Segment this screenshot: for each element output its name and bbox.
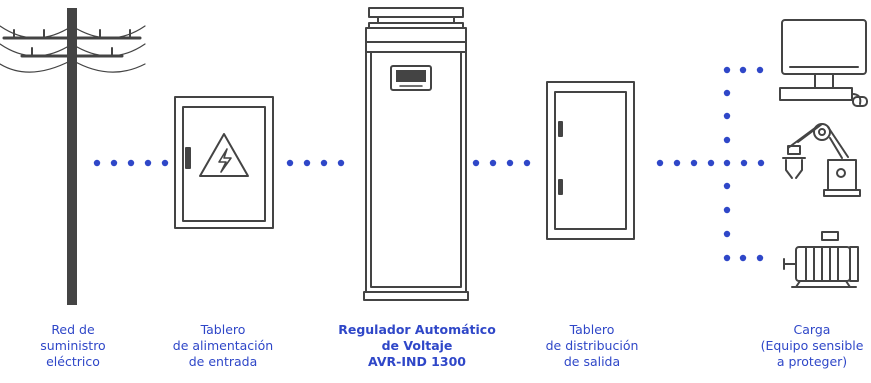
label-avr-line1: Regulador Automático — [338, 322, 496, 337]
label-avr-line3: AVR-IND 1300 — [368, 354, 466, 369]
electric-motor-icon — [783, 231, 859, 288]
label-load-line3: a proteger) — [776, 354, 848, 369]
connector-dots — [93, 66, 765, 262]
label-grid-line1: Red de — [51, 322, 95, 337]
connector-avr-to-output — [472, 159, 531, 167]
connector-input-to-avr — [286, 159, 345, 167]
label-grid: Red de suministro eléctrico — [40, 322, 105, 370]
label-output-line2: de distribución — [545, 338, 639, 353]
utility-pole-icon — [0, 8, 146, 305]
robotic-arm-icon — [782, 123, 861, 197]
distribution-board-icon — [546, 81, 635, 240]
voltage-regulator-cabinet-icon — [363, 7, 469, 301]
label-input-line2: de alimentación — [172, 338, 274, 353]
connector-grid-to-input — [93, 159, 169, 167]
label-load-line1: Carga — [793, 322, 831, 337]
label-load: Carga (Equipo sensible a proteger) — [761, 322, 864, 370]
label-avr-line2: de Voltaje — [381, 338, 453, 353]
label-input-line3: de entrada — [188, 354, 258, 369]
label-grid-line3: eléctrico — [46, 354, 100, 369]
label-output-panel: Tablero de distribución de salida — [546, 322, 639, 370]
label-grid-line2: suministro — [40, 338, 106, 353]
computer-monitor-icon — [779, 19, 868, 107]
label-output-line3: de salida — [563, 354, 621, 369]
label-input-line1: Tablero — [200, 322, 246, 337]
label-input-panel: Tablero de alimentación de entrada — [173, 322, 273, 370]
label-load-line2: (Equipo sensible — [760, 338, 864, 353]
label-avr: Regulador Automático de Voltaje AVR-IND … — [338, 322, 496, 370]
label-output-line1: Tablero — [569, 322, 615, 337]
electrical-panel-high-voltage-icon — [174, 96, 274, 229]
connector-output-to-loads — [656, 66, 765, 262]
